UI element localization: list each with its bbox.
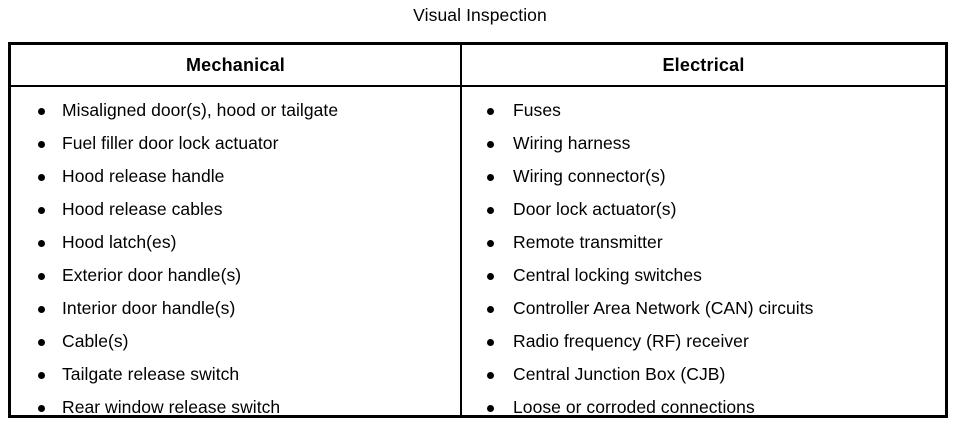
bullet-dot-icon [38, 404, 45, 412]
list-item-label: Controller Area Network (CAN) circuits [513, 298, 814, 318]
list-item: Central locking switches [462, 259, 945, 292]
list-item: Remote transmitter [462, 226, 945, 259]
bullet-dot-icon [38, 338, 45, 346]
bullet-dot-icon [38, 173, 45, 181]
list-item-label: Misaligned door(s), hood or tailgate [62, 100, 339, 120]
list-item: Tailgate release switch [11, 358, 460, 391]
bullet-dot-icon [38, 239, 45, 247]
visual-inspection-table: Mechanical Electrical Misaligned door(s)… [8, 42, 948, 418]
list-item: Hood latch(es) [11, 226, 460, 259]
list-item: Controller Area Network (CAN) circuits [462, 292, 945, 325]
list-item-label: Loose or corroded connections [513, 397, 755, 417]
bullet-dot-icon [487, 206, 494, 214]
bullet-dot-icon [38, 206, 45, 214]
list-item-label: Tailgate release switch [62, 364, 240, 384]
list-item-label: Door lock actuator(s) [513, 199, 677, 219]
column-header-electrical: Electrical [662, 55, 745, 75]
list-item-label: Fuses [513, 100, 561, 120]
column-electrical: Fuses Wiring harness Wiring connector(s) [462, 87, 945, 417]
mechanical-list: Misaligned door(s), hood or tailgate Fue… [11, 94, 460, 424]
list-item: Door lock actuator(s) [462, 193, 945, 226]
bullet-dot-icon [38, 371, 45, 379]
list-item-label: Exterior door handle(s) [62, 265, 242, 285]
list-item-label: Interior door handle(s) [62, 298, 236, 318]
list-item-label: Wiring harness [513, 133, 631, 153]
list-item: Wiring connector(s) [462, 160, 945, 193]
list-item: Loose or corroded connections [462, 391, 945, 424]
bullet-dot-icon [487, 239, 494, 247]
list-item: Cable(s) [11, 325, 460, 358]
list-item: Radio frequency (RF) receiver [462, 325, 945, 358]
table-body: Misaligned door(s), hood or tailgate Fue… [11, 87, 945, 417]
list-item-label: Remote transmitter [513, 232, 663, 252]
bullet-dot-icon [487, 272, 494, 280]
table-header-row: Mechanical Electrical [11, 45, 945, 87]
list-item-label: Central Junction Box (CJB) [513, 364, 726, 384]
list-item-label: Wiring connector(s) [513, 166, 666, 186]
bullet-dot-icon [38, 107, 45, 115]
column-header-mechanical: Mechanical [185, 55, 286, 75]
bullet-dot-icon [487, 140, 494, 148]
list-item: Central Junction Box (CJB) [462, 358, 945, 391]
bullet-dot-icon [487, 371, 494, 379]
list-item: Misaligned door(s), hood or tailgate [11, 94, 460, 127]
bullet-dot-icon [487, 338, 494, 346]
bullet-dot-icon [487, 404, 494, 412]
electrical-list: Fuses Wiring harness Wiring connector(s) [462, 94, 945, 424]
bullet-dot-icon [487, 305, 494, 313]
bullet-dot-icon [38, 140, 45, 148]
list-item: Fuses [462, 94, 945, 127]
list-item: Wiring harness [462, 127, 945, 160]
bullet-dot-icon [38, 305, 45, 313]
list-item-label: Fuel filler door lock actuator [62, 133, 279, 153]
list-item-label: Hood latch(es) [62, 232, 177, 252]
column-divider [460, 45, 462, 415]
list-item: Hood release handle [11, 160, 460, 193]
list-item: Interior door handle(s) [11, 292, 460, 325]
list-item: Exterior door handle(s) [11, 259, 460, 292]
list-item-label: Radio frequency (RF) receiver [513, 331, 749, 351]
bullet-dot-icon [38, 272, 45, 280]
list-item: Fuel filler door lock actuator [11, 127, 460, 160]
bullet-dot-icon [487, 173, 494, 181]
list-item-label: Hood release cables [62, 199, 223, 219]
list-item-label: Hood release handle [62, 166, 225, 186]
list-item: Hood release cables [11, 193, 460, 226]
bullet-dot-icon [487, 107, 494, 115]
list-item: Rear window release switch [11, 391, 460, 424]
column-mechanical: Misaligned door(s), hood or tailgate Fue… [11, 87, 460, 417]
list-item-label: Cable(s) [62, 331, 129, 351]
list-item-label: Central locking switches [513, 265, 702, 285]
page-title: Visual Inspection [413, 5, 547, 25]
list-item-label: Rear window release switch [62, 397, 281, 417]
